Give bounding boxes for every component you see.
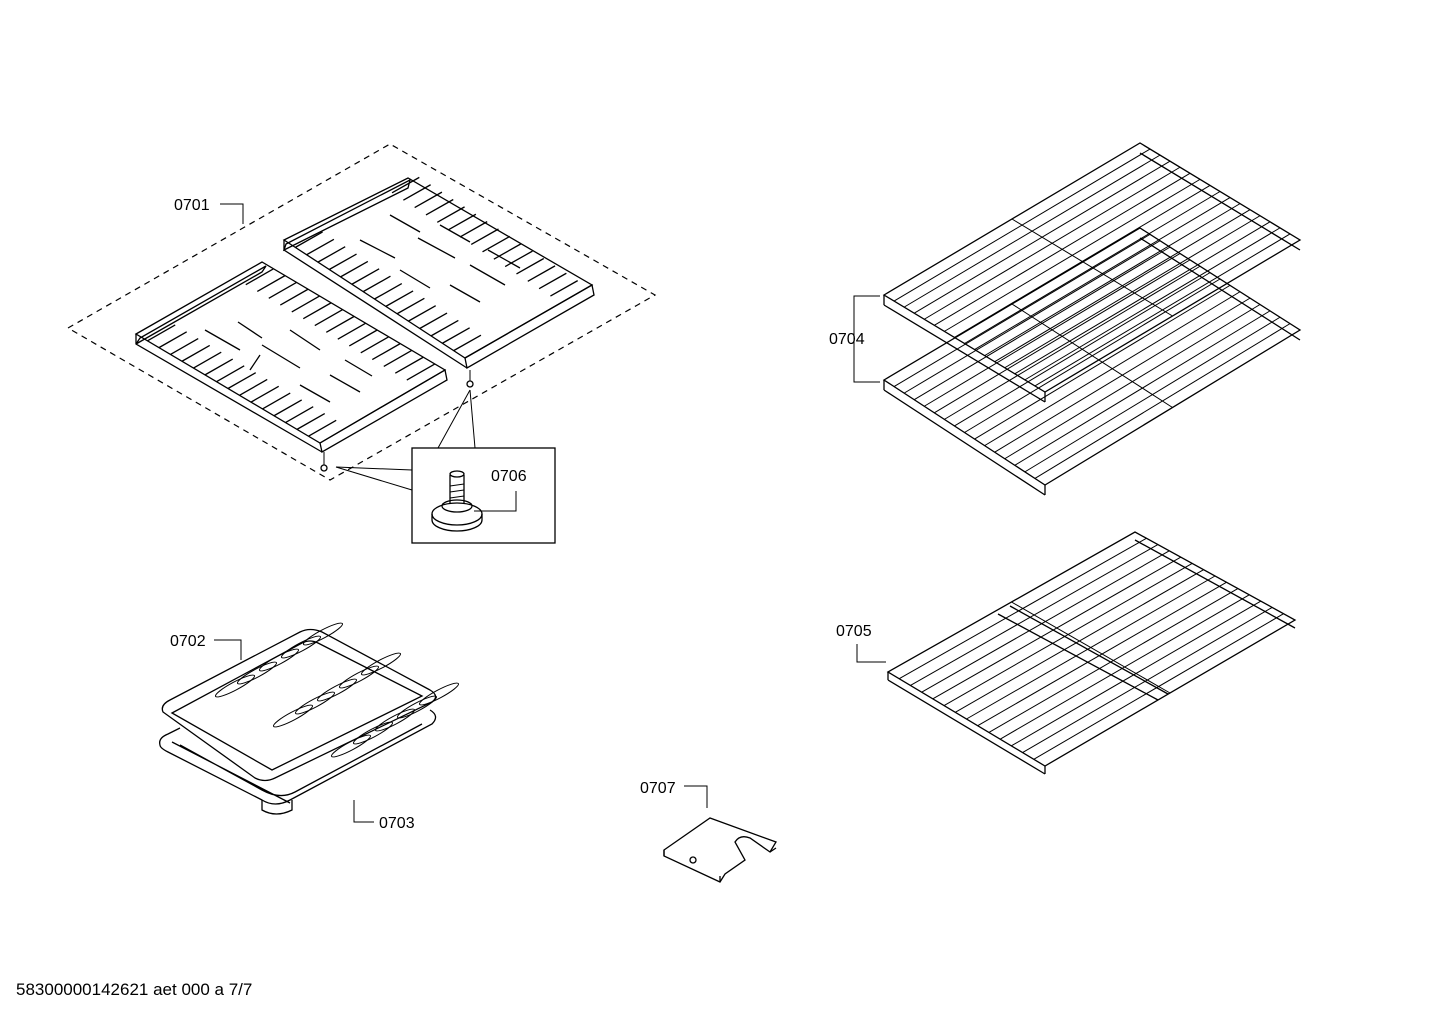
label-0701: 0701 bbox=[174, 197, 210, 214]
leader-0701 bbox=[220, 203, 244, 224]
leader-0707 bbox=[684, 785, 708, 808]
label-0704: 0704 bbox=[829, 331, 865, 348]
part-0706-foot-detail bbox=[335, 389, 556, 544]
label-0707: 0707 bbox=[640, 780, 676, 797]
leader-0702 bbox=[214, 639, 242, 660]
leader-0706 bbox=[474, 491, 517, 512]
grate-foot bbox=[466, 380, 474, 388]
part-0702-broiler-insert bbox=[161, 622, 460, 782]
part-0701-grates bbox=[66, 143, 657, 481]
grate-left bbox=[134, 261, 448, 454]
drawing-footer: 58300000142621 aet 000 a 7/7 bbox=[16, 980, 253, 999]
leader-0703 bbox=[353, 800, 374, 823]
label-0706: 0706 bbox=[491, 468, 527, 485]
grate-right bbox=[282, 176, 595, 370]
grate-foot bbox=[320, 464, 328, 472]
part-0704-oven-racks bbox=[882, 142, 1302, 496]
part-0705-split-rack bbox=[886, 531, 1297, 775]
leader-0704 bbox=[853, 295, 880, 383]
part-0707-bracket bbox=[663, 817, 777, 883]
leader-0705 bbox=[856, 644, 886, 663]
rubber-foot-icon bbox=[431, 470, 483, 532]
part-0703-broiler-pan bbox=[159, 709, 437, 815]
label-0705: 0705 bbox=[836, 623, 872, 640]
label-0703: 0703 bbox=[379, 815, 415, 832]
label-0702: 0702 bbox=[170, 633, 206, 650]
